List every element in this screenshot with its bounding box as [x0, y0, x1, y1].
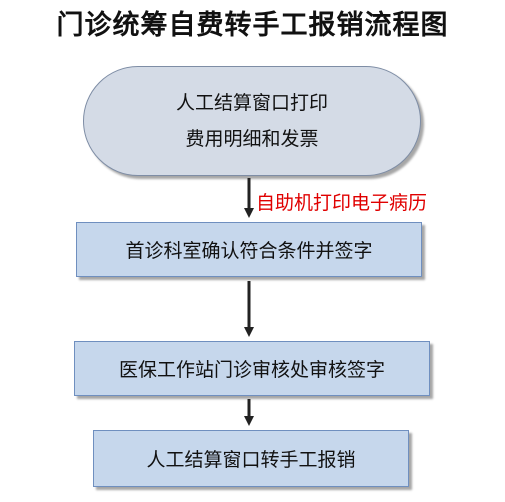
step-3-label: 人工结算窗口转手工报销 — [146, 449, 356, 471]
step-1-box: 首诊科室确认符合条件并签字 — [76, 222, 422, 277]
step-3-box: 人工结算窗口转手工报销 — [93, 430, 409, 487]
step-2-box: 医保工作站门诊审核处审核签字 — [74, 341, 430, 396]
start-line-1: 人工结算窗口打印 — [175, 92, 328, 114]
step-2-label: 医保工作站门诊审核处审核签字 — [118, 359, 385, 381]
page-title: 门诊统筹自费转手工报销流程图 — [56, 10, 449, 41]
step-1-label: 首诊科室确认符合条件并签字 — [125, 240, 373, 262]
side-note: 自助机打印电子病历 — [256, 192, 428, 214]
start-terminal: 人工结算窗口打印 费用明细和发票 — [83, 66, 421, 176]
start-line-2: 费用明细和发票 — [185, 128, 319, 150]
